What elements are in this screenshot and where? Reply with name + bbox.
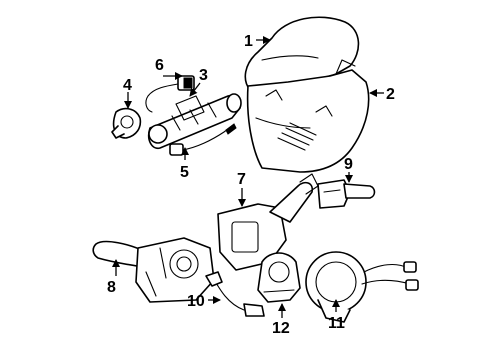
callout-9: 9 bbox=[344, 156, 353, 173]
callout-8: 8 bbox=[107, 279, 116, 296]
steering-sensor-part-12 bbox=[257, 252, 301, 303]
callout-11: 11 bbox=[328, 315, 345, 332]
combination-switch-part-7 bbox=[217, 173, 319, 271]
callout-4: 4 bbox=[123, 77, 132, 94]
callout-2: 2 bbox=[386, 86, 395, 103]
callout-1: 1 bbox=[244, 33, 253, 50]
callout-6: 6 bbox=[155, 57, 164, 74]
upper-column-cover-part-1 bbox=[244, 16, 360, 91]
callout-12: 12 bbox=[272, 320, 290, 337]
lower-column-cover-part-2 bbox=[246, 69, 370, 173]
callout-10: 10 bbox=[187, 293, 205, 310]
callout-7: 7 bbox=[237, 171, 246, 188]
turn-signal-switch-part-8 bbox=[92, 237, 215, 303]
sensor-part-6 bbox=[145, 75, 195, 113]
leader-lines bbox=[112, 36, 384, 318]
spiral-cable-part-11 bbox=[305, 251, 419, 323]
key-cylinder-part-4 bbox=[111, 107, 142, 139]
harness-bracket-part-10 bbox=[205, 271, 265, 317]
callout-3: 3 bbox=[199, 67, 208, 84]
callout-5: 5 bbox=[180, 164, 189, 181]
wiper-switch-part-9 bbox=[317, 179, 376, 209]
ignition-housing-part-3 bbox=[147, 93, 242, 150]
